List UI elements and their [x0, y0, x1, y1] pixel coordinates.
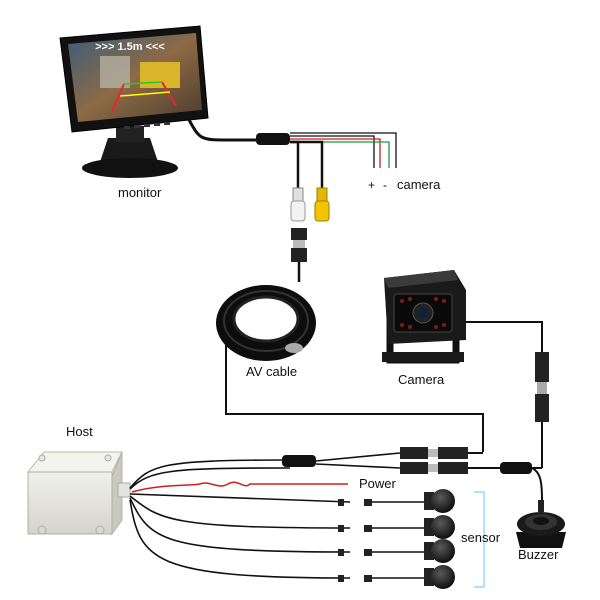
- camera-cable: [466, 321, 543, 352]
- sensor-icon: [424, 539, 455, 563]
- rca-leads: [290, 140, 324, 190]
- rca-white-connector: [290, 187, 306, 222]
- av-cable-run: [225, 340, 484, 452]
- av-cable-label: AV cable: [246, 364, 298, 379]
- camera-wire-label: camera: [397, 177, 441, 192]
- connector-icon: [535, 352, 549, 422]
- monitor-cable: [186, 117, 258, 142]
- sensor-icon: [424, 515, 455, 539]
- camera-label: Camera: [398, 372, 445, 387]
- buzzer-icon: [516, 500, 566, 548]
- sensor-label: sensor: [461, 530, 501, 545]
- av-cable-coil-icon: [216, 285, 316, 361]
- cable-junction: [256, 133, 290, 145]
- sensor-connectors: [338, 499, 372, 582]
- rca-yellow-connector: [314, 187, 330, 222]
- power-label: Power: [359, 476, 396, 491]
- buzzer-label: Buzzer: [518, 547, 559, 562]
- sensor-bracket: [474, 491, 485, 588]
- sensor-icon: [424, 489, 455, 513]
- camera-power-wires: [290, 132, 397, 168]
- connector-icon: [400, 462, 468, 474]
- host-cables: [129, 459, 351, 579]
- monitor-label: monitor: [118, 185, 162, 200]
- camera-icon: [382, 270, 466, 364]
- host-label: Host: [66, 424, 93, 439]
- monitor-distance-readout: >>> 1.5m <<<: [95, 41, 165, 53]
- power-wire: [131, 481, 348, 493]
- connector-icon: [291, 228, 307, 262]
- sensor-icon: [424, 565, 455, 589]
- host-box-icon: [26, 451, 131, 536]
- monitor-icon: [59, 25, 209, 178]
- camera-wire-plus-label: +: [368, 178, 376, 192]
- connector-icon: [400, 447, 468, 459]
- camera-wire-minus-label: -: [383, 178, 387, 192]
- cable-junction: [282, 455, 316, 467]
- cable-junction: [500, 462, 532, 474]
